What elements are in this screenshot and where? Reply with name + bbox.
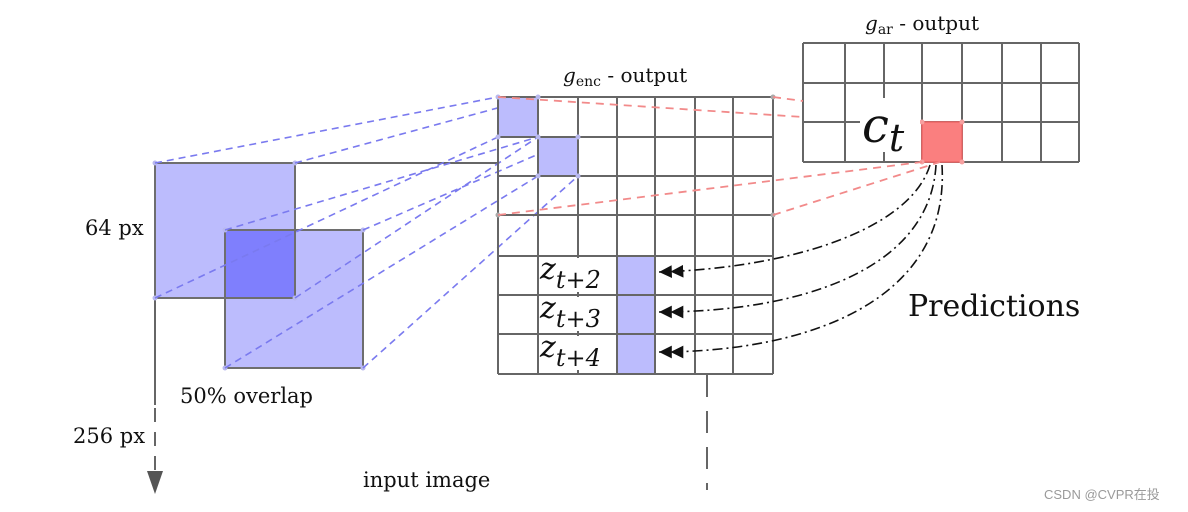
gar-title: gar - output <box>865 11 979 38</box>
patch-overlap <box>224 229 296 299</box>
prediction-arrow-t3 <box>658 164 937 319</box>
genc-cell-0-0 <box>498 97 538 137</box>
genc-output-grid <box>495 94 776 375</box>
prediction-arrow-t2 <box>658 164 931 279</box>
image-size-label: 256 px <box>73 424 145 448</box>
overlap-label: 50% overlap <box>180 384 313 408</box>
genc-pred-cell-t2 <box>617 256 655 295</box>
patch-size-label: 64 px <box>85 216 144 240</box>
z-label-t2: zt+2 <box>539 252 601 294</box>
z-labels: zt+2 zt+3 zt+4 <box>539 252 614 372</box>
genc-pred-cell-t3 <box>617 295 655 334</box>
context-projection-lines <box>497 96 941 216</box>
input-image-region <box>147 160 708 494</box>
gar-output-grid: ct <box>802 42 1080 165</box>
genc-corner-dots <box>495 94 581 179</box>
z-label-t4: zt+4 <box>539 330 601 372</box>
watermark: CSDN @CVPR在投 <box>1044 487 1160 502</box>
genc-title: genc - output <box>563 63 687 90</box>
image-height-arrow-icon <box>147 471 163 494</box>
ct-cell <box>921 121 963 163</box>
prediction-arrow-t4 <box>658 164 943 359</box>
genc-cell-1-1 <box>538 137 578 176</box>
predictions-label: Predictions <box>908 289 1080 324</box>
ct-label: ct <box>862 98 905 160</box>
z-label-t3: zt+3 <box>539 291 601 333</box>
prediction-arrows <box>658 164 943 359</box>
input-image-label: input image <box>363 468 490 492</box>
genc-pred-cell-t4 <box>617 334 655 374</box>
